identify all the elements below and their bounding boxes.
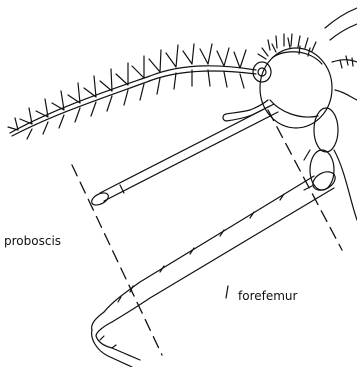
forefemur-leader-line (226, 286, 228, 298)
forefemur-guide-line (268, 110, 342, 250)
proboscis-label: proboscis (4, 234, 61, 248)
foreleg (92, 168, 339, 367)
forefemur-label: forefemur (238, 289, 298, 303)
head (258, 34, 332, 128)
guide-lines (72, 110, 342, 355)
proboscis-guide-line (72, 165, 162, 355)
pedicel (253, 62, 271, 82)
thorax (304, 8, 357, 220)
proboscis (90, 104, 278, 208)
antenna (8, 44, 256, 139)
